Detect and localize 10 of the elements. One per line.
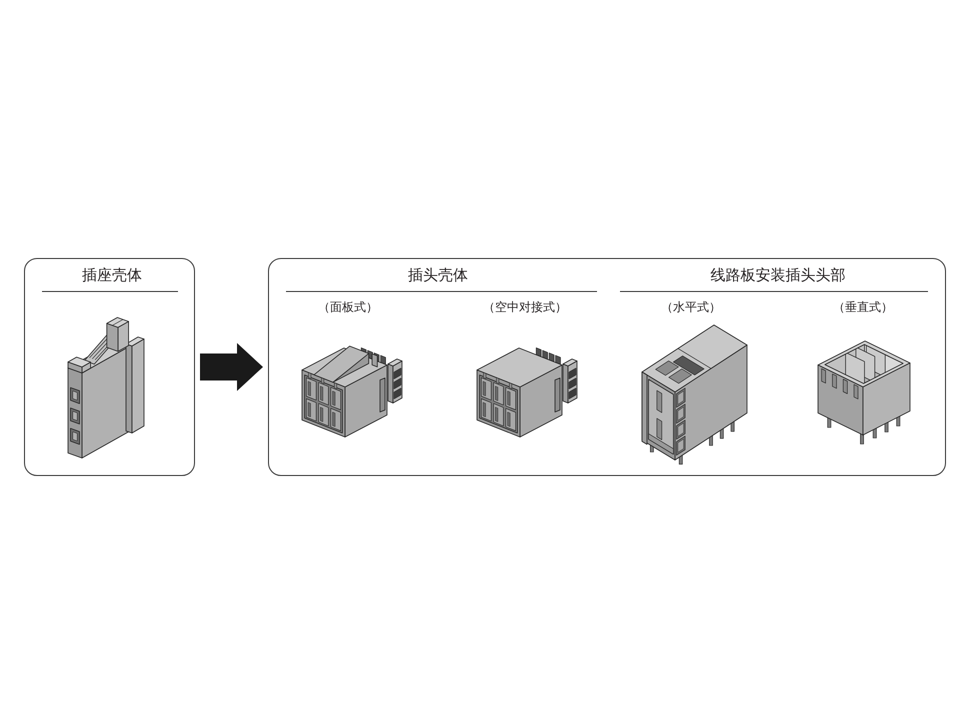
panel <box>24 258 195 476</box>
heading: 插座壳体 <box>82 266 142 284</box>
arrow <box>200 343 263 391</box>
heading: 线路板安装插头头部 <box>710 266 846 284</box>
subheading: （垂直式） <box>833 300 893 314</box>
panel <box>268 258 946 476</box>
subheading: （水平式） <box>661 300 721 314</box>
subheading: （面板式） <box>318 300 378 314</box>
heading: 插头壳体 <box>408 266 468 284</box>
subheading: （空中对接式） <box>483 300 567 314</box>
